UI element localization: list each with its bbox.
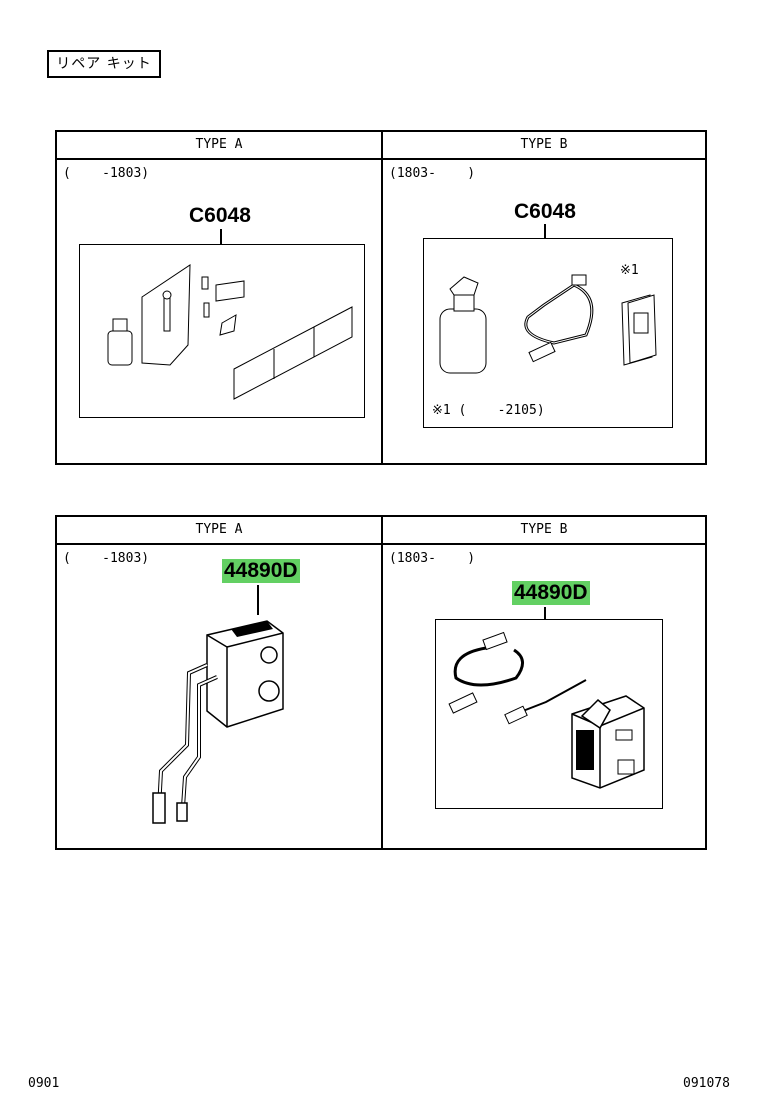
part-code-44890d-b[interactable]: 44890D: [512, 581, 590, 605]
type-a-header: TYPE A: [195, 522, 243, 537]
type-b-date-range: (1803- ): [389, 551, 476, 566]
compressor-illustration-b: [435, 619, 663, 809]
part-code-44890d-a[interactable]: 44890D: [222, 559, 300, 583]
type-b-header: TYPE B: [520, 137, 568, 152]
part-code-c6048-a[interactable]: C6048: [189, 204, 251, 227]
repair-kit-illustration-b: ※1 ※1 ( -2105): [423, 238, 673, 428]
type-b-date-range: (1803- ): [389, 166, 476, 181]
type-a-header: TYPE A: [195, 137, 243, 152]
type-b-footnote: ※1 ( -2105): [432, 403, 545, 418]
compressor-panel: TYPE A TYPE B ( -1803) (1803- ) 44890D 4…: [55, 515, 707, 850]
type-a-date-range: ( -1803): [63, 166, 150, 181]
repair-kit-illustration-a: [79, 244, 365, 418]
footer-right-code: 091078: [683, 1076, 730, 1091]
footer-left-code: 0901: [28, 1076, 60, 1091]
note-mark: ※1: [620, 263, 639, 278]
type-b-header: TYPE B: [520, 522, 568, 537]
compressor-illustration-a: [152, 620, 284, 824]
type-a-date-range: ( -1803): [63, 551, 150, 566]
page-title: リペア キット: [47, 50, 161, 78]
part-code-c6048-b[interactable]: C6048: [514, 200, 576, 223]
repair-kit-panel: TYPE A TYPE B ( -1803) (1803- ) C6048 C6…: [55, 130, 707, 465]
